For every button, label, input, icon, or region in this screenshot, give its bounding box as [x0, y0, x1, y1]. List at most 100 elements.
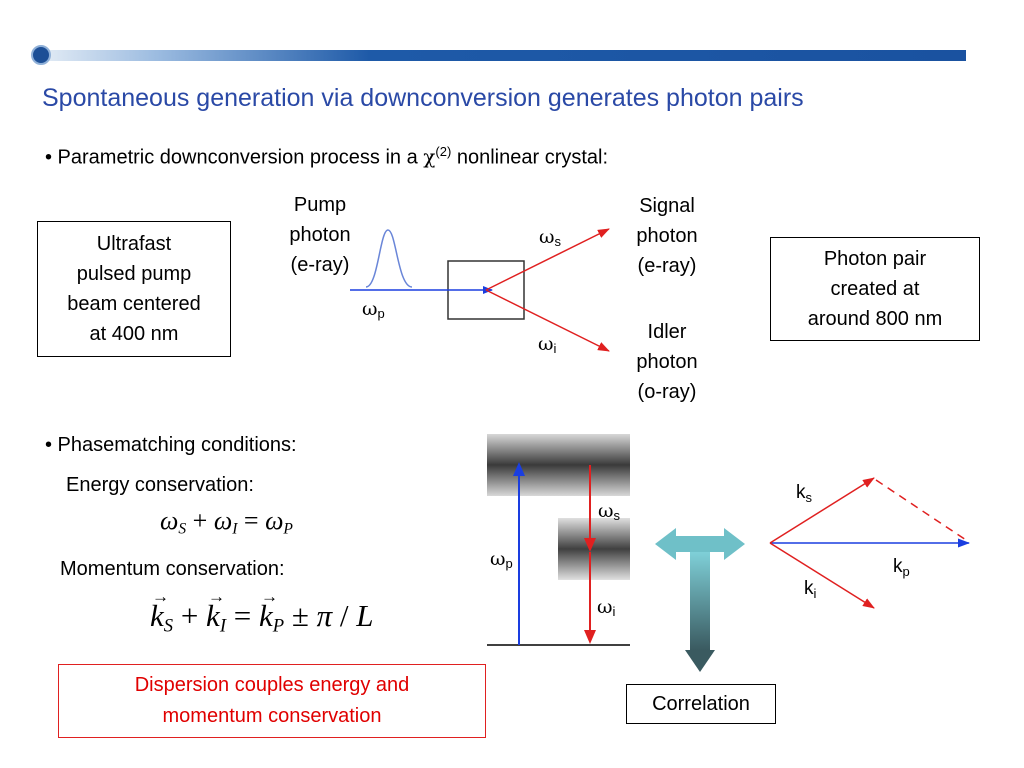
omega-symbol: ω — [490, 548, 506, 570]
bullet-phasematching: • Phasematching conditions: — [45, 434, 297, 456]
upper-energy-band — [487, 434, 630, 496]
omega-symbol: ω — [539, 226, 555, 248]
eq-subscript: P — [272, 615, 285, 637]
subscript: i — [553, 341, 557, 356]
momentum-equation: kS + kI = kP ± π / L — [150, 587, 374, 638]
k-symbol: k — [804, 578, 814, 599]
ks-vector — [769, 477, 875, 544]
label-line: (o-ray) — [637, 381, 697, 403]
pump-source-box: Ultrafast pulsed pump beam centered at 4… — [37, 221, 231, 357]
slide-title: Spontaneous generation via downconversio… — [42, 84, 804, 112]
eq-equals: = — [233, 598, 252, 633]
ki-label: ki — [804, 578, 816, 601]
ki-translated-vector — [875, 479, 967, 541]
subscript: i — [813, 586, 817, 601]
box-line: beam centered — [67, 293, 201, 315]
dispersion-note-box: Dispersion couples energy and momentum c… — [58, 664, 486, 738]
omega-i-transition-label: ωi — [597, 596, 615, 619]
eq-slash: / — [339, 598, 349, 633]
eq-subscript: I — [232, 520, 238, 538]
box-line: at 400 nm — [89, 323, 179, 345]
eq-omega: ω — [160, 506, 179, 535]
signal-photon-label: Signal photon (e-ray) — [622, 191, 712, 281]
idler-beam — [485, 289, 610, 352]
k-symbol: k — [893, 556, 903, 577]
omega-s-transition-label: ωs — [598, 500, 620, 523]
eq-subscript: P — [283, 520, 293, 538]
eq-subscript: S — [163, 615, 174, 637]
kp-label: kp — [893, 556, 910, 579]
omega-i-label: ωi — [538, 333, 556, 356]
arrow-head-icon — [584, 538, 596, 552]
subscript: p — [505, 556, 513, 571]
eq-pi: π — [316, 598, 333, 633]
bullet-text-suffix: nonlinear crystal: — [451, 146, 609, 169]
ks-label: ks — [796, 482, 812, 505]
eq-omega: ω — [265, 506, 284, 535]
subscript: s — [805, 490, 813, 505]
label-line: (e-ray) — [637, 255, 697, 277]
subscript: i — [612, 604, 616, 619]
arrow-head-icon — [513, 462, 525, 476]
bullet-text: • Parametric downconversion process in a — [45, 146, 424, 169]
bullet-downconversion: • Parametric downconversion process in a… — [45, 144, 608, 170]
label-line: photon — [289, 224, 351, 246]
eq-equals: = — [243, 506, 259, 535]
label-line: Signal — [639, 195, 695, 217]
eq-plus: + — [180, 598, 199, 633]
k-symbol: k — [796, 482, 806, 503]
logo-icon — [31, 45, 51, 65]
ki-vector — [769, 542, 875, 609]
eq-plus: + — [192, 506, 208, 535]
energy-conservation-label: Energy conservation: — [66, 474, 254, 496]
eq-k-vector: k — [206, 587, 225, 634]
eq-omega: ω — [213, 506, 233, 535]
eq-subscript: S — [178, 520, 187, 538]
eq-plus-minus: ± — [291, 598, 309, 633]
note-line: momentum conservation — [162, 705, 382, 727]
virtual-energy-band — [558, 518, 630, 580]
momentum-conservation-label: Momentum conservation: — [60, 558, 285, 580]
box-line: pulsed pump — [76, 263, 192, 285]
pump-pulse — [365, 229, 413, 288]
box-line: Ultrafast — [96, 233, 172, 255]
eq-k-vector: k — [150, 587, 169, 634]
subscript: p — [902, 564, 910, 579]
header-bar — [48, 50, 966, 61]
eq-k-vector: k — [259, 587, 278, 634]
box-line: around 800 nm — [807, 308, 943, 330]
idler-photon-label: Idler photon (o-ray) — [622, 317, 712, 407]
omega-p-label: ωp — [362, 298, 385, 321]
correlation-box: Correlation — [626, 684, 776, 724]
label-line: Idler — [647, 321, 687, 343]
omega-symbol: ω — [598, 500, 614, 522]
subscript: p — [377, 306, 385, 321]
signal-beam — [485, 228, 610, 291]
subscript: s — [554, 234, 562, 249]
box-line: created at — [830, 278, 920, 300]
box-line: Photon pair — [823, 248, 927, 270]
pump-photon-label: Pump photon (e-ray) — [278, 190, 362, 280]
photon-pair-box: Photon pair created at around 800 nm — [770, 237, 980, 341]
omega-p-transition-label: ωp — [490, 548, 513, 571]
note-line: Dispersion couples energy and — [134, 674, 410, 696]
omega-s-label: ωs — [539, 226, 561, 249]
label-line: photon — [636, 225, 698, 247]
chi-symbol: χ — [423, 144, 436, 169]
omega-symbol: ω — [538, 333, 554, 355]
eq-subscript: I — [219, 615, 227, 637]
energy-equation: ωS + ωI = ωP — [160, 506, 293, 539]
arrow-head-icon — [584, 630, 596, 644]
chi-superscript: (2) — [435, 144, 452, 159]
omega-symbol: ω — [362, 298, 378, 320]
subscript: s — [613, 508, 621, 523]
omega-symbol: ω — [597, 596, 613, 618]
double-arrow-icon — [655, 528, 745, 560]
down-arrow-icon — [685, 650, 715, 672]
label-line: (e-ray) — [290, 254, 350, 276]
eq-length: L — [356, 598, 374, 633]
label-line: photon — [636, 351, 698, 373]
label-line: Pump — [293, 194, 347, 216]
